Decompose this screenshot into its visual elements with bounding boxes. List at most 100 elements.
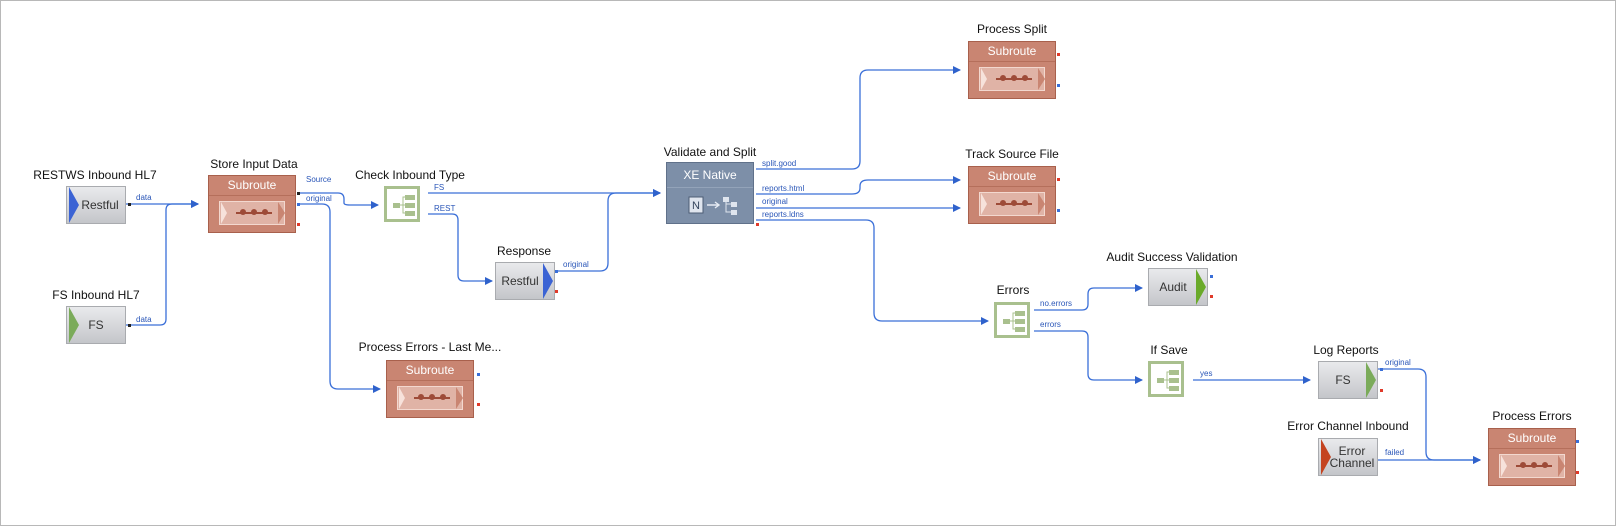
edge-label: split.good (762, 159, 796, 168)
restws-inbound-node[interactable]: Restful (66, 186, 126, 224)
edge-label: original (306, 194, 332, 203)
router-icon (1003, 311, 1025, 332)
edge-label: Source (306, 175, 332, 184)
node-title: RESTWS Inbound HL7 (33, 168, 157, 182)
fs-inbound-node[interactable]: FS (66, 306, 126, 344)
edge-label: data (136, 315, 152, 324)
error-port[interactable] (477, 403, 480, 406)
outbound-arrow-icon (1366, 362, 1376, 398)
inbound-arrow-icon (69, 307, 79, 343)
subroute-icon (979, 67, 1045, 91)
edge-label: reports.ldns (762, 210, 804, 219)
node-label: Restful (501, 274, 539, 288)
node-label: Audit (1159, 280, 1187, 294)
if-save-router[interactable] (1148, 361, 1184, 397)
edge-label: no.errors (1040, 299, 1072, 308)
store-input-subroute[interactable]: Subroute (208, 175, 296, 233)
output-port[interactable] (1576, 440, 1579, 443)
node-title: Validate and Split (663, 145, 757, 159)
svg-text:N: N (692, 200, 700, 212)
edge-label: original (762, 197, 788, 206)
node-title: Check Inbound Type (355, 168, 465, 182)
inbound-arrow-icon (69, 187, 79, 223)
edge-label: errors (1040, 320, 1061, 329)
response-restful-node[interactable]: Restful (495, 262, 555, 300)
inbound-arrow-icon (1321, 439, 1331, 475)
audit-node[interactable]: Audit (1148, 268, 1208, 306)
subroute-label: Subroute (209, 176, 295, 196)
edge-original-store[interactable] (298, 203, 381, 393)
node-title: FS Inbound HL7 (52, 288, 140, 302)
edge-no-errors[interactable] (1034, 284, 1143, 311)
output-port[interactable] (555, 270, 558, 273)
process-errors-subroute[interactable]: Subroute (1488, 428, 1576, 486)
error-port[interactable] (1210, 295, 1213, 298)
edge-label: original (563, 260, 589, 269)
edge-label: yes (1200, 369, 1212, 378)
error-channel-inbound-node[interactable]: Error Channel (1318, 438, 1378, 476)
subroute-label: Subroute (969, 42, 1055, 62)
subroute-icon (219, 201, 285, 225)
error-port[interactable] (756, 223, 759, 226)
edge-label: reports.html (762, 184, 804, 193)
node-label: FS (88, 318, 104, 332)
node-title: Log Reports (1313, 343, 1379, 357)
edge-source[interactable] (298, 192, 379, 209)
edge-label: FS (434, 183, 444, 192)
error-port[interactable] (1057, 53, 1060, 56)
output-port[interactable] (477, 373, 480, 376)
edge-data-fs[interactable] (126, 200, 199, 326)
edge-split-good[interactable] (756, 66, 961, 170)
subroute-label: Subroute (969, 167, 1055, 187)
output-port[interactable] (128, 203, 131, 206)
output-port[interactable] (1057, 84, 1060, 87)
outbound-arrow-icon (1196, 269, 1206, 305)
output-port[interactable] (1057, 209, 1060, 212)
edge-label: failed (1385, 448, 1404, 457)
process-split-subroute[interactable]: Subroute (968, 41, 1056, 99)
node-title: Process Errors (1492, 409, 1572, 423)
output-port[interactable] (297, 192, 300, 195)
edge-original-log[interactable] (1374, 368, 1481, 464)
subroute-icon (397, 386, 463, 410)
error-port[interactable] (1057, 178, 1060, 181)
node-title: Process Split (976, 22, 1048, 36)
check-inbound-router[interactable] (384, 186, 420, 222)
edge-original-response[interactable] (555, 189, 661, 272)
node-title: Store Input Data (210, 157, 298, 171)
node-title: If Save (1150, 343, 1188, 357)
node-label: Restful (81, 198, 119, 212)
edge-errors[interactable] (1034, 330, 1143, 384)
errors-router[interactable] (994, 302, 1030, 338)
track-source-subroute[interactable]: Subroute (968, 166, 1056, 224)
edge-rest[interactable] (428, 213, 493, 285)
xe-native-label: XE Native (667, 163, 753, 188)
output-port[interactable] (1210, 275, 1213, 278)
error-port[interactable] (297, 223, 300, 226)
log-reports-fs-node[interactable]: FS (1318, 361, 1378, 399)
process-errors-last-subroute[interactable]: Subroute (386, 360, 474, 418)
edge-label: original (1385, 358, 1411, 367)
edge-reports-ldns[interactable] (756, 219, 989, 325)
subroute-label: Subroute (1489, 429, 1575, 449)
node-title: Track Source File (965, 147, 1059, 161)
output-port[interactable] (128, 324, 131, 327)
validate-split-xe-native[interactable]: XE Native N (666, 162, 754, 224)
node-label: FS (1335, 373, 1351, 387)
edge-reports-html[interactable] (756, 176, 961, 195)
node-label-line2: Channel (1329, 456, 1375, 470)
output-port[interactable] (297, 203, 300, 206)
node-title: Errors (996, 283, 1030, 297)
router-icon (1157, 370, 1179, 391)
error-port[interactable] (1576, 471, 1579, 474)
subroute-icon (1499, 454, 1565, 478)
edge-label: REST (434, 204, 455, 213)
error-port[interactable] (1380, 389, 1383, 392)
router-icon (393, 195, 415, 216)
outbound-arrow-icon (543, 263, 553, 299)
subroute-icon (979, 192, 1045, 216)
error-port[interactable] (555, 290, 558, 293)
output-port[interactable] (1380, 368, 1383, 371)
node-label-line1: Error (1338, 444, 1366, 458)
